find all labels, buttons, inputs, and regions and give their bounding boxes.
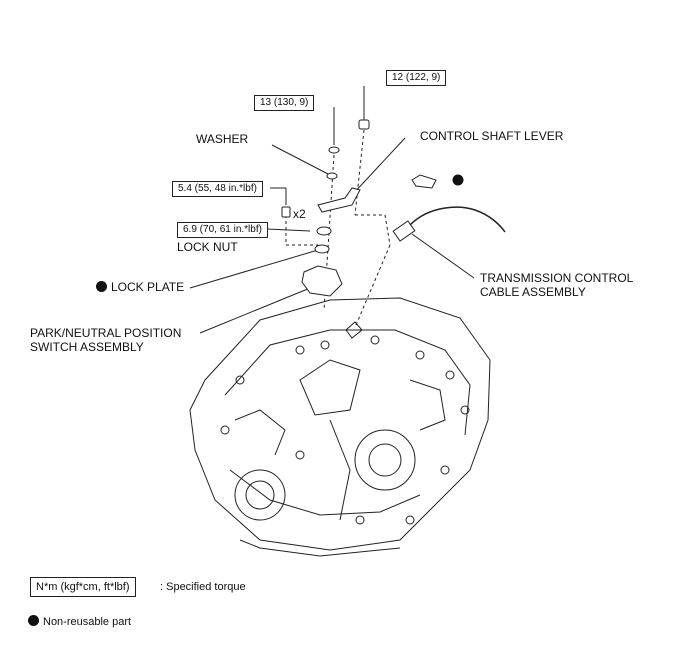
leader-pnp	[199, 287, 311, 334]
control-shaft-lever-part	[317, 187, 361, 213]
legend-nonreusable-row: Non-reusable part	[28, 615, 131, 629]
leader-69	[266, 228, 311, 232]
leader-washer	[271, 144, 331, 176]
torque-box-69: 6.9 (70, 61 in.*lbf)	[177, 222, 268, 238]
non-reusable-dot-icon	[452, 174, 464, 186]
legend-nonreusable-text: Non-reusable part	[43, 616, 132, 628]
nut-13	[326, 172, 338, 180]
cable-end	[392, 220, 416, 242]
washer-part	[328, 146, 340, 154]
bolt-12	[358, 119, 370, 130]
control-cable	[409, 206, 506, 233]
pnp-switch-part	[301, 265, 343, 297]
label-lock-plate: LOCK PLATE	[111, 280, 185, 294]
label-lock-plate-row: LOCK PLATE	[96, 280, 184, 294]
lock-plate-part	[314, 244, 330, 254]
torque-box-54: 5.4 (55, 48 in.*lbf)	[172, 181, 263, 197]
label-tcc-line2: CABLE ASSEMBLY	[480, 285, 586, 299]
label-x2: x2	[293, 207, 306, 221]
non-reusable-dot-icon	[96, 281, 107, 292]
label-control-shaft-lever: CONTROL SHAFT LEVER	[420, 129, 564, 143]
transmission-body	[189, 297, 491, 557]
label-pnp-line1: PARK/NEUTRAL POSITION	[30, 326, 182, 340]
cable-clip	[411, 174, 437, 189]
label-washer: WASHER	[196, 132, 249, 146]
torque-box-13: 13 (130, 9)	[254, 95, 315, 111]
lock-nut-part	[316, 226, 332, 236]
label-tcc-line1: TRANSMISSION CONTROL	[480, 271, 634, 285]
legend-torque-desc: : Specified torque	[160, 581, 246, 593]
bolt-54	[281, 206, 291, 218]
non-reusable-dot-icon	[28, 615, 39, 626]
leader-tcc	[411, 233, 475, 279]
leader-control-shaft-lever	[351, 137, 406, 196]
label-lock-nut: LOCK NUT	[177, 240, 238, 254]
torque-box-12: 12 (122, 9)	[386, 70, 447, 86]
legend-torque-unit-box: N*m (kgf*cm, ft*lbf)	[30, 577, 136, 597]
leader-lock-plate	[189, 249, 319, 289]
label-pnp-line2: SWITCH ASSEMBLY	[30, 340, 144, 354]
